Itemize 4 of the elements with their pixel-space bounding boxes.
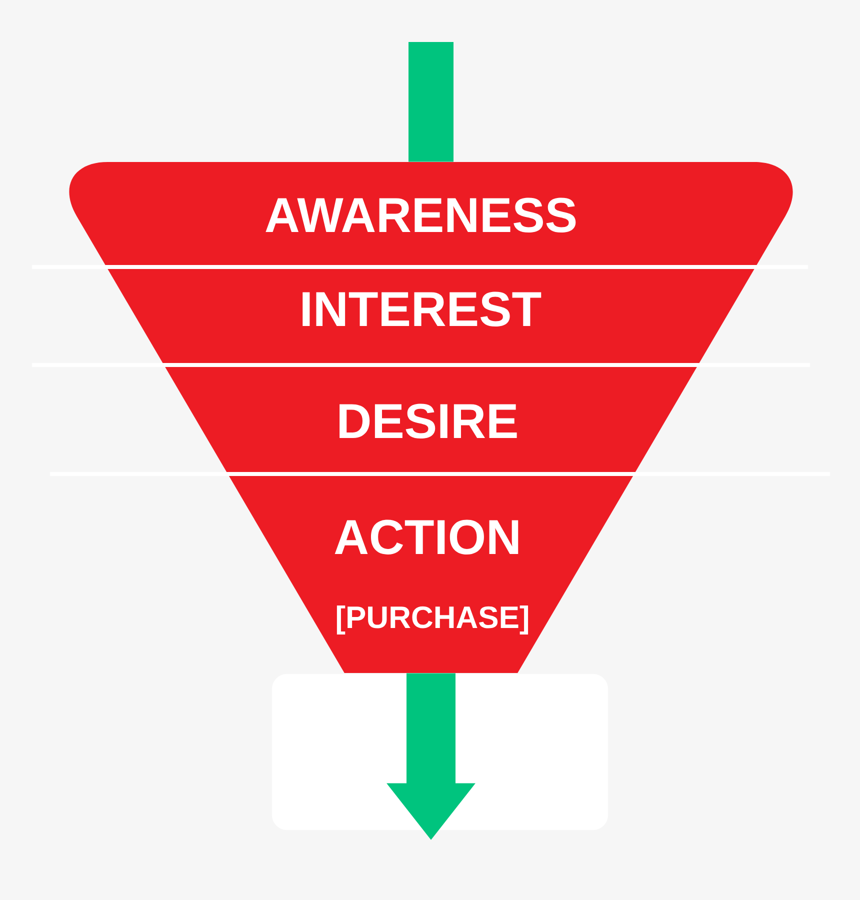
funnel-band: DESIRE <box>164 365 698 474</box>
funnel-band: AWARENESS <box>69 162 793 267</box>
funnel-band: ACTION [PURCHASE] <box>228 474 634 673</box>
connector-bar <box>408 42 454 162</box>
